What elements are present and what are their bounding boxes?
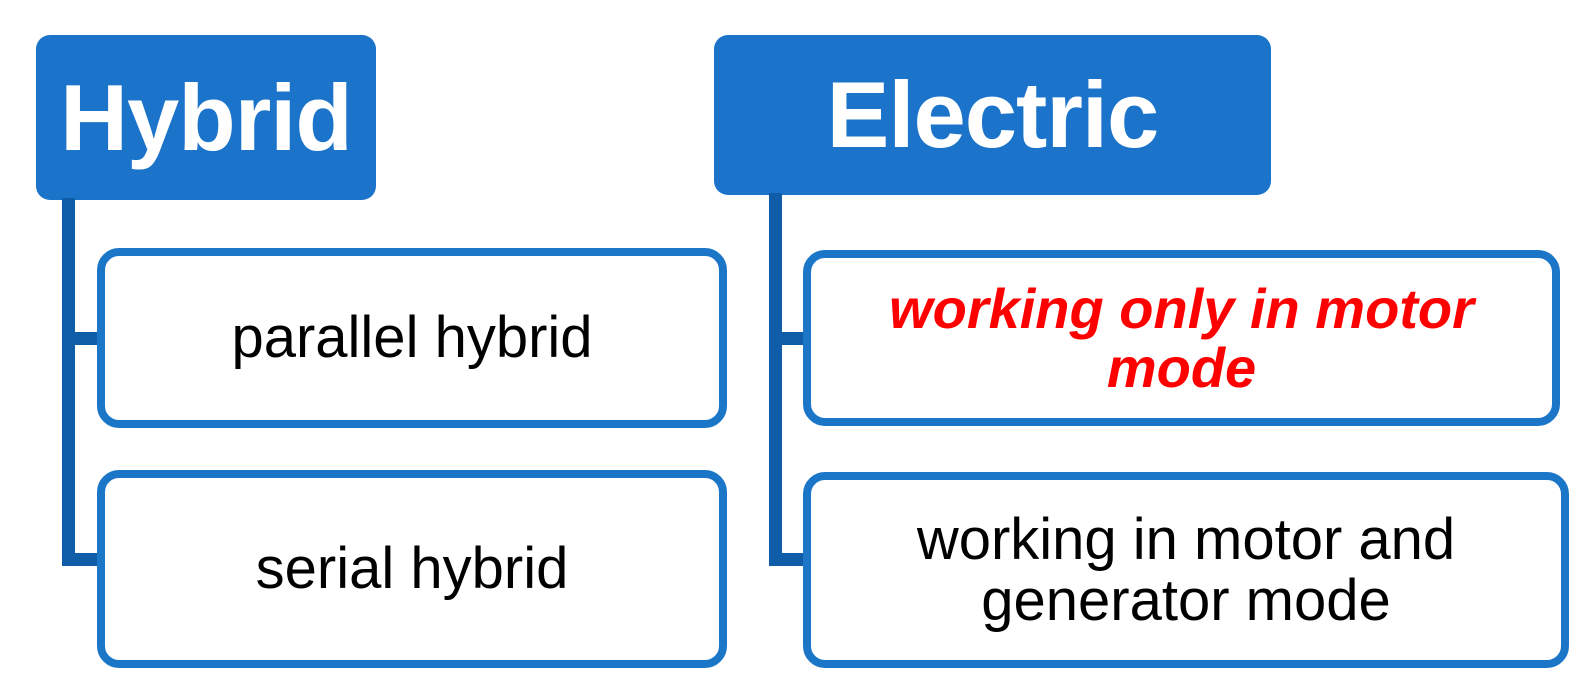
connector-stem-electric xyxy=(769,193,782,566)
connector-branch-motor-and-generator-mode xyxy=(769,553,811,566)
leaf-node-serial-hybrid[interactable]: serial hybrid xyxy=(97,470,727,668)
connector-stem-hybrid xyxy=(62,198,75,566)
connector-branch-parallel-hybrid xyxy=(62,332,104,345)
leaf-node-serial-hybrid-label: serial hybrid xyxy=(255,536,569,602)
leaf-node-parallel-hybrid-label: parallel hybrid xyxy=(231,305,593,371)
root-node-hybrid-label: Hybrid xyxy=(60,64,353,170)
leaf-node-parallel-hybrid[interactable]: parallel hybrid xyxy=(97,248,727,428)
root-node-hybrid[interactable]: Hybrid xyxy=(36,35,376,200)
connector-branch-motor-mode-only xyxy=(769,332,811,345)
leaf-node-motor-mode-only[interactable]: working only in motor mode xyxy=(803,250,1560,426)
leaf-node-motor-and-generator-mode[interactable]: working in motor and generator mode xyxy=(803,472,1569,668)
leaf-node-motor-mode-only-label: working only in motor mode xyxy=(889,276,1474,399)
leaf-node-motor-and-generator-mode-label: working in motor and generator mode xyxy=(916,506,1456,633)
connector-branch-serial-hybrid xyxy=(62,553,104,566)
root-node-electric[interactable]: Electric xyxy=(714,35,1271,195)
root-node-electric-label: Electric xyxy=(826,62,1160,167)
